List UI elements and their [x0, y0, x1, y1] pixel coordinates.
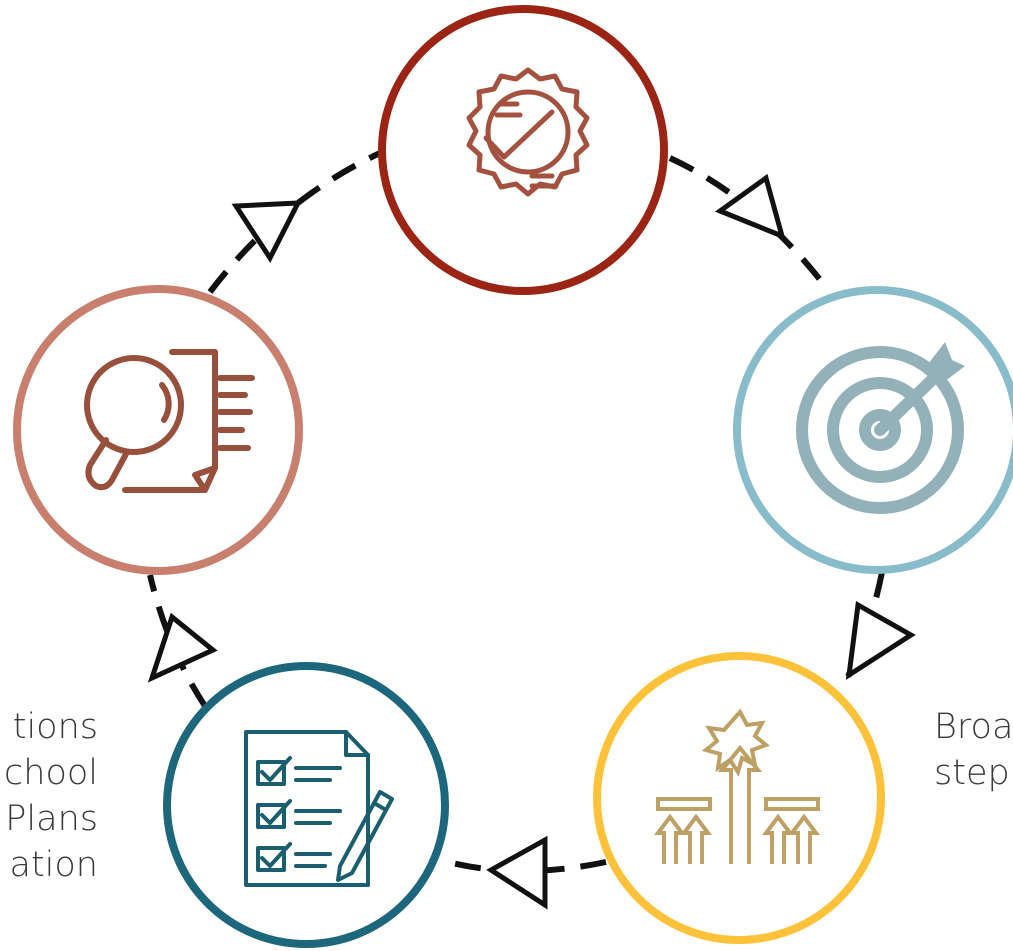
checklist-icon [244, 730, 394, 887]
target-icon [796, 342, 965, 514]
right-side-text: Broa step [934, 704, 1013, 796]
connector-bottomleft-left [147, 574, 208, 708]
left-text-line-1: tions [12, 707, 98, 747]
left-text-line-3: Plans [5, 799, 98, 839]
badge-check-icon [466, 67, 590, 197]
arrow-head-top-right [714, 173, 786, 241]
arrowheads [147, 173, 916, 910]
connector-bottomright-bottomleft [447, 859, 607, 874]
arrow-head-bottom-left [147, 612, 218, 683]
arrow-head-right [845, 600, 916, 681]
right-text-line-2: step [934, 753, 1010, 793]
connector-left-top [207, 150, 382, 294]
left-text-line-4: ation [9, 845, 99, 885]
magnifier-document-icon [84, 349, 255, 493]
node-bottom-right-circle [593, 652, 885, 944]
right-text-line-1: Broa [934, 707, 1013, 747]
arrow-head-bottom [486, 835, 548, 910]
left-side-text: tions chool Plans ation [4, 704, 98, 888]
node-bottom-left-circle [163, 662, 449, 948]
growth-arrows-icon [654, 708, 820, 864]
left-text-line-2: chool [4, 753, 98, 793]
arrow-head-top-left [231, 200, 303, 263]
node-top-circle [378, 5, 668, 295]
node-left-circle [13, 285, 303, 575]
